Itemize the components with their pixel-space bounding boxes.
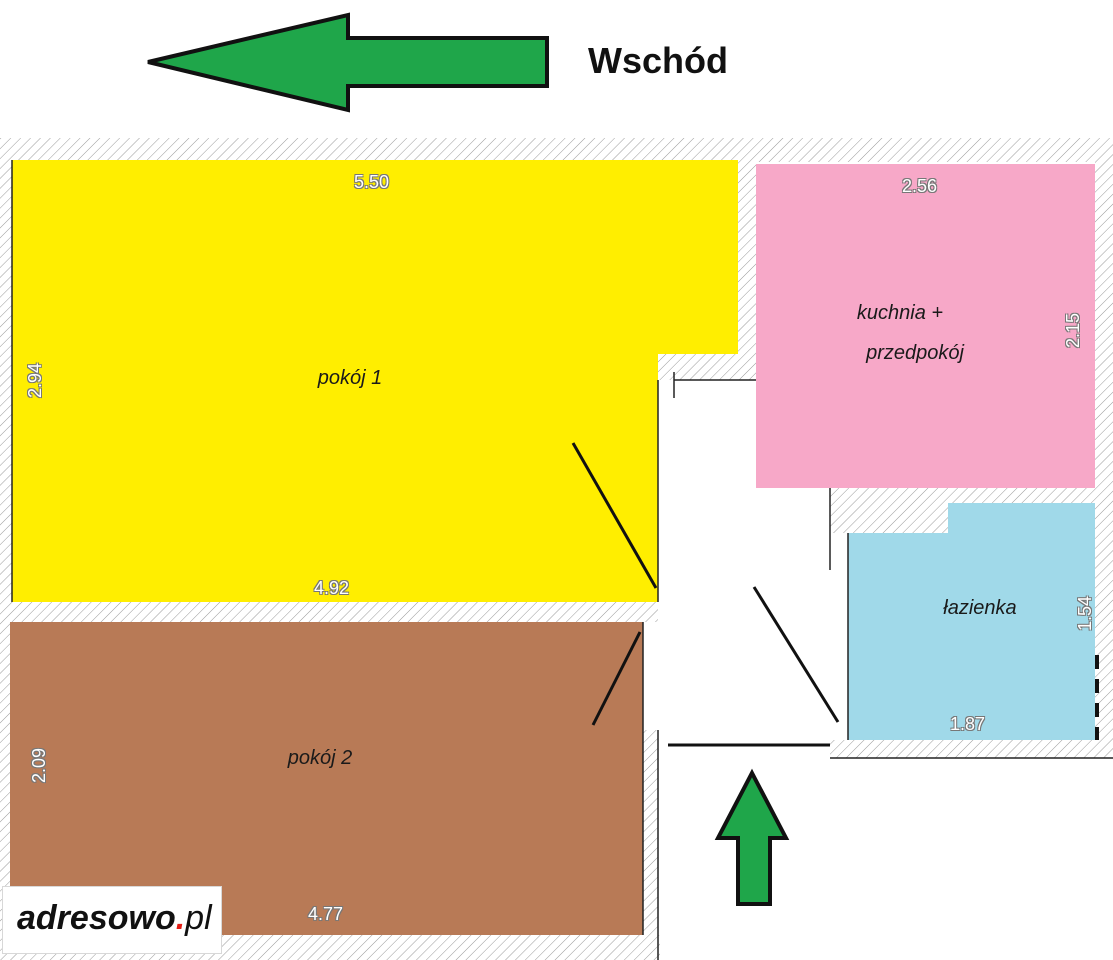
- wall-left: [0, 138, 12, 960]
- wall-right: [1095, 138, 1113, 758]
- site-logo[interactable]: adresowo.pl: [2, 886, 222, 954]
- logo-text: adresowo.pl: [17, 899, 212, 937]
- room-label-pokoj-1: pokój 1: [317, 367, 383, 389]
- dim-pokoj-1-top: 5.50: [354, 172, 390, 192]
- door-pokoj-2: [591, 631, 642, 726]
- entrance-arrow-icon: [714, 768, 790, 906]
- room-label-pokoj-2: pokój 2: [287, 747, 353, 769]
- room-label-kuchnia-line2: przedpokój: [866, 342, 964, 364]
- east-arrow-icon: [147, 12, 549, 113]
- wall-outlines: [11, 160, 1113, 960]
- dim-pokoj-2-side: 2.09: [29, 747, 50, 784]
- room-label-kuchnia-line1: kuchnia +: [856, 302, 944, 324]
- wall-hall-right: [643, 730, 658, 960]
- wall-top: [0, 138, 1113, 162]
- wall-mid-horizontal: [0, 602, 675, 622]
- dim-lazienka-bottom: 1.87: [950, 714, 986, 734]
- dim-pokoj-1-side: 2.94: [25, 362, 46, 399]
- room-pokoj-2: [10, 622, 643, 935]
- orientation-label: Wschód: [588, 40, 728, 81]
- dim-lazienka-side: 1.54: [1075, 595, 1096, 632]
- door-pokoj-1: [571, 442, 658, 589]
- hall: [658, 380, 830, 745]
- room-label-lazienka: łazienka: [943, 597, 1017, 619]
- dim-pokoj-2-bottom: 4.77: [308, 904, 344, 924]
- wall-nib: [658, 350, 758, 380]
- room-lazienka: [848, 503, 1095, 740]
- dim-pokoj-1-bottom: 4.92: [314, 578, 350, 598]
- dim-kuchnia-top: 2.56: [902, 176, 938, 196]
- room-kuchnia: [756, 164, 1095, 488]
- room-pokoj-1: [12, 160, 738, 602]
- wall-kitchen-left: [738, 160, 756, 360]
- wall-bath-bottom: [830, 740, 1113, 758]
- dim-kuchnia-side: 2.15: [1063, 312, 1084, 349]
- doors: [571, 442, 840, 747]
- door-lazienka: [752, 586, 840, 723]
